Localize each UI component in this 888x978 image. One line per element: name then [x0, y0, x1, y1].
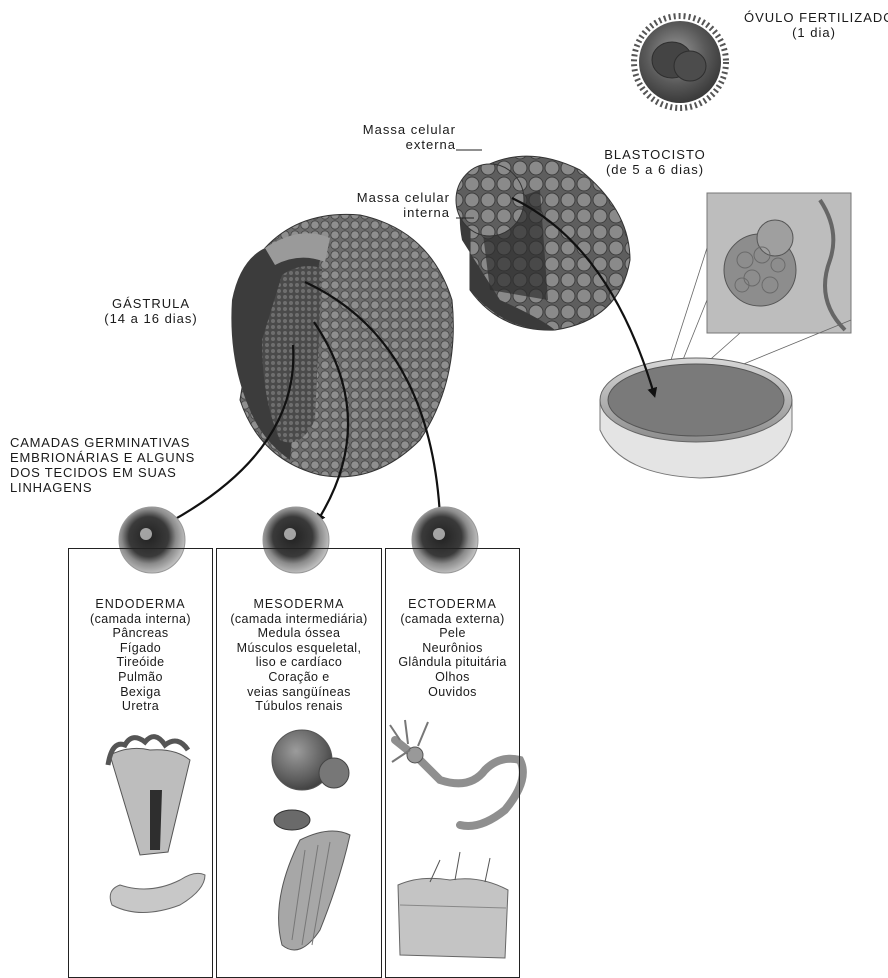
blastocyst-image — [456, 156, 630, 330]
endoderm-title: ENDODERMA — [68, 597, 213, 612]
ectoderm-item: Ouvidos — [385, 685, 520, 700]
massa-externa-line2: externa — [340, 137, 456, 152]
mesoderm-item: liso e cardíaco — [216, 655, 382, 670]
gastrula-label: GÁSTRULA (14 a 16 dias) — [88, 296, 214, 326]
ovum-image — [634, 16, 726, 108]
blastocisto-sub: (de 5 a 6 dias) — [590, 162, 720, 177]
ectoderm-text: ECTODERMA (camada externa) Pele Neurônio… — [385, 597, 520, 699]
camadas-line3: DOS TECIDOS EM SUAS — [10, 465, 225, 480]
mesoderm-item: Coração e — [216, 670, 382, 685]
mesoderm-item: Túbulos renais — [216, 699, 382, 714]
endoderm-item: Uretra — [68, 699, 213, 714]
camadas-line1: CAMADAS GERMINATIVAS — [10, 435, 225, 450]
gastrula-image — [231, 214, 453, 476]
ectoderm-item: Neurônios — [385, 641, 520, 656]
ectoderm-title: ECTODERMA — [385, 597, 520, 612]
ectoderm-sub: (camada externa) — [385, 612, 520, 627]
mesoderm-item: Medula óssea — [216, 626, 382, 641]
endoderm-text: ENDODERMA (camada interna) Pâncreas Fíga… — [68, 597, 213, 714]
gastrula-sub: (14 a 16 dias) — [88, 311, 214, 326]
camadas-label: CAMADAS GERMINATIVAS EMBRIONÁRIAS E ALGU… — [10, 435, 225, 495]
massa-externa-line1: Massa celular — [340, 122, 456, 137]
endoderm-item: Bexiga — [68, 685, 213, 700]
blastocisto-label: BLASTOCISTO (de 5 a 6 dias) — [590, 147, 720, 177]
mesoderm-sub: (camada intermediária) — [216, 612, 382, 627]
massa-interna-line1: Massa celular — [322, 190, 450, 205]
gastrula-title: GÁSTRULA — [88, 296, 214, 311]
mesoderm-title: MESODERMA — [216, 597, 382, 612]
ovulo-title: ÓVULO FERTILIZADO — [744, 10, 884, 25]
mesoderm-text: MESODERMA (camada intermediária) Medula … — [216, 597, 382, 714]
endoderm-item: Tireóide — [68, 655, 213, 670]
ectoderm-item: Olhos — [385, 670, 520, 685]
massa-interna-line2: interna — [322, 205, 450, 220]
endoderm-item: Fígado — [68, 641, 213, 656]
ectoderm-item: Glândula pituitária — [385, 655, 520, 670]
mesoderm-item: veias sangüíneas — [216, 685, 382, 700]
massa-interna-label: Massa celular interna — [322, 190, 450, 220]
endoderm-item: Pâncreas — [68, 626, 213, 641]
ectoderm-item: Pele — [385, 626, 520, 641]
camadas-line2: EMBRIONÁRIAS E ALGUNS — [10, 450, 225, 465]
endoderm-sub: (camada interna) — [68, 612, 213, 627]
mesoderm-item: Músculos esqueletal, — [216, 641, 382, 656]
ovulo-label: ÓVULO FERTILIZADO (1 dia) — [744, 10, 884, 40]
massa-externa-label: Massa celular externa — [340, 122, 456, 152]
petri-dish-image — [600, 358, 792, 478]
blastocisto-title: BLASTOCISTO — [590, 147, 720, 162]
endoderm-item: Pulmão — [68, 670, 213, 685]
ovulo-sub: (1 dia) — [744, 25, 884, 40]
camadas-line4: LINHAGENS — [10, 480, 225, 495]
